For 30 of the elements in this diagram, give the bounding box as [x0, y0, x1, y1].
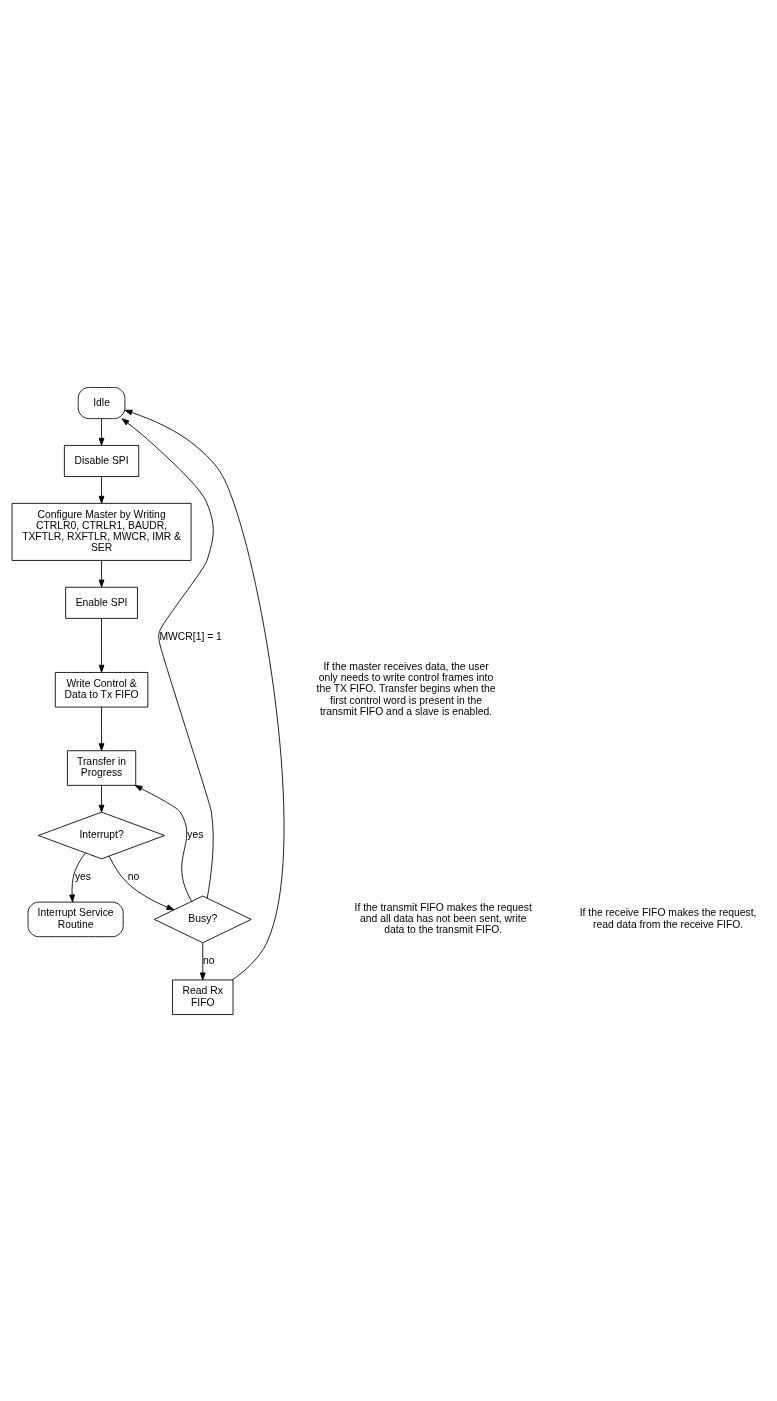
- arrow: [121, 417, 214, 898]
- node-box: Enable SPI: [65, 586, 138, 619]
- arrow: [124, 409, 285, 980]
- arrow: [69, 852, 86, 902]
- edge-label: no: [203, 954, 215, 966]
- arrow: [98, 706, 105, 751]
- arrow: [98, 475, 105, 504]
- node-box: Disable SPI: [63, 444, 140, 477]
- node-box: Idle: [77, 386, 126, 419]
- edge-label: MWCR[1] = 1: [159, 630, 222, 642]
- edge-label: yes: [187, 828, 204, 840]
- node-diamond: Interrupt?: [38, 811, 166, 859]
- edge-label: no: [127, 870, 140, 882]
- node-box: Configure Master by Writing CTRLR0, CTRLR1, BAUDR, TXFTLR, RXFTLR, MWCR, IMR & SER: [11, 502, 192, 561]
- arrow: [199, 942, 206, 980]
- node-box: Interrupt Service Routine: [27, 901, 124, 937]
- label: If the master receives data, the user only needs to write control frames into the TX FIFO. Transfer begins when the first control word is present in the transmit FIFO and a slave is enabled.: [316, 660, 496, 717]
- label: If the transmit FIFO makes the request and all data has not been sent, write data to the transmit FIFO.: [354, 901, 532, 935]
- arrow: [98, 417, 105, 446]
- arrow: [98, 617, 105, 673]
- node-box: Read Rx FIFO: [172, 979, 234, 1015]
- arrow: [134, 784, 192, 902]
- edge-label: yes: [74, 870, 92, 882]
- arrow: [108, 855, 175, 910]
- arrow: [98, 784, 105, 812]
- node-box: Transfer in Progress: [66, 749, 137, 786]
- arrow: [98, 559, 105, 587]
- label: If the receive FIFO makes the request, read data from the receive FIFO.: [579, 906, 757, 930]
- node-box: Write Control & Data to Tx FIFO: [54, 671, 149, 707]
- node-diamond: Busy?: [153, 895, 252, 943]
